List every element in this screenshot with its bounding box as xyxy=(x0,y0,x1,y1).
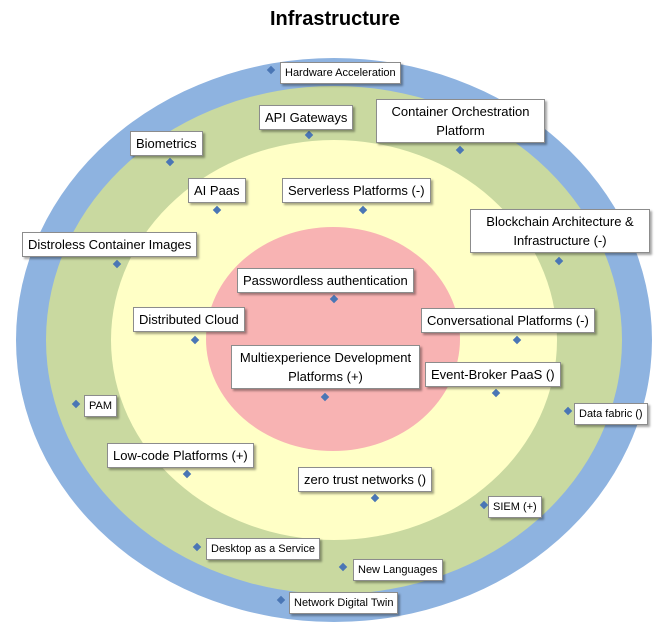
diagram-title: Infrastructure xyxy=(269,8,401,30)
label-event-broker: Event-Broker PaaS () xyxy=(425,362,561,387)
label-hardware-acceleration: Hardware Acceleration xyxy=(280,62,401,84)
label-api-gateways: API Gateways xyxy=(259,105,354,130)
label-multiexperience: Multiexperience Development Platforms (+… xyxy=(231,345,420,389)
label-passwordless: Passwordless authentication xyxy=(237,268,414,293)
label-low-code: Low-code Platforms (+) xyxy=(107,443,254,468)
label-pam: PAM xyxy=(84,395,118,417)
label-blockchain: Blockchain Architecture & Infrastructure… xyxy=(470,209,650,253)
label-data-fabric: Data fabric () xyxy=(574,403,648,425)
label-distroless: Distroless Container Images xyxy=(22,232,198,257)
label-ai-paas: AI Paas xyxy=(188,178,246,203)
core-ring xyxy=(206,227,460,451)
label-biometrics: Biometrics xyxy=(130,131,203,156)
label-new-languages: New Languages xyxy=(353,559,443,581)
label-serverless-platforms: Serverless Platforms (-) xyxy=(282,178,431,203)
label-network-digital-twin: Network Digital Twin xyxy=(289,592,399,614)
label-zero-trust: zero trust networks () xyxy=(298,467,433,492)
label-siem: SIEM (+) xyxy=(488,496,542,518)
label-daas: Desktop as a Service xyxy=(206,538,320,560)
label-container-orchestration: Container Orchestration Platform xyxy=(376,99,545,143)
label-distributed-cloud: Distributed Cloud xyxy=(133,307,245,332)
label-conversational: Conversational Platforms (-) xyxy=(421,308,595,333)
